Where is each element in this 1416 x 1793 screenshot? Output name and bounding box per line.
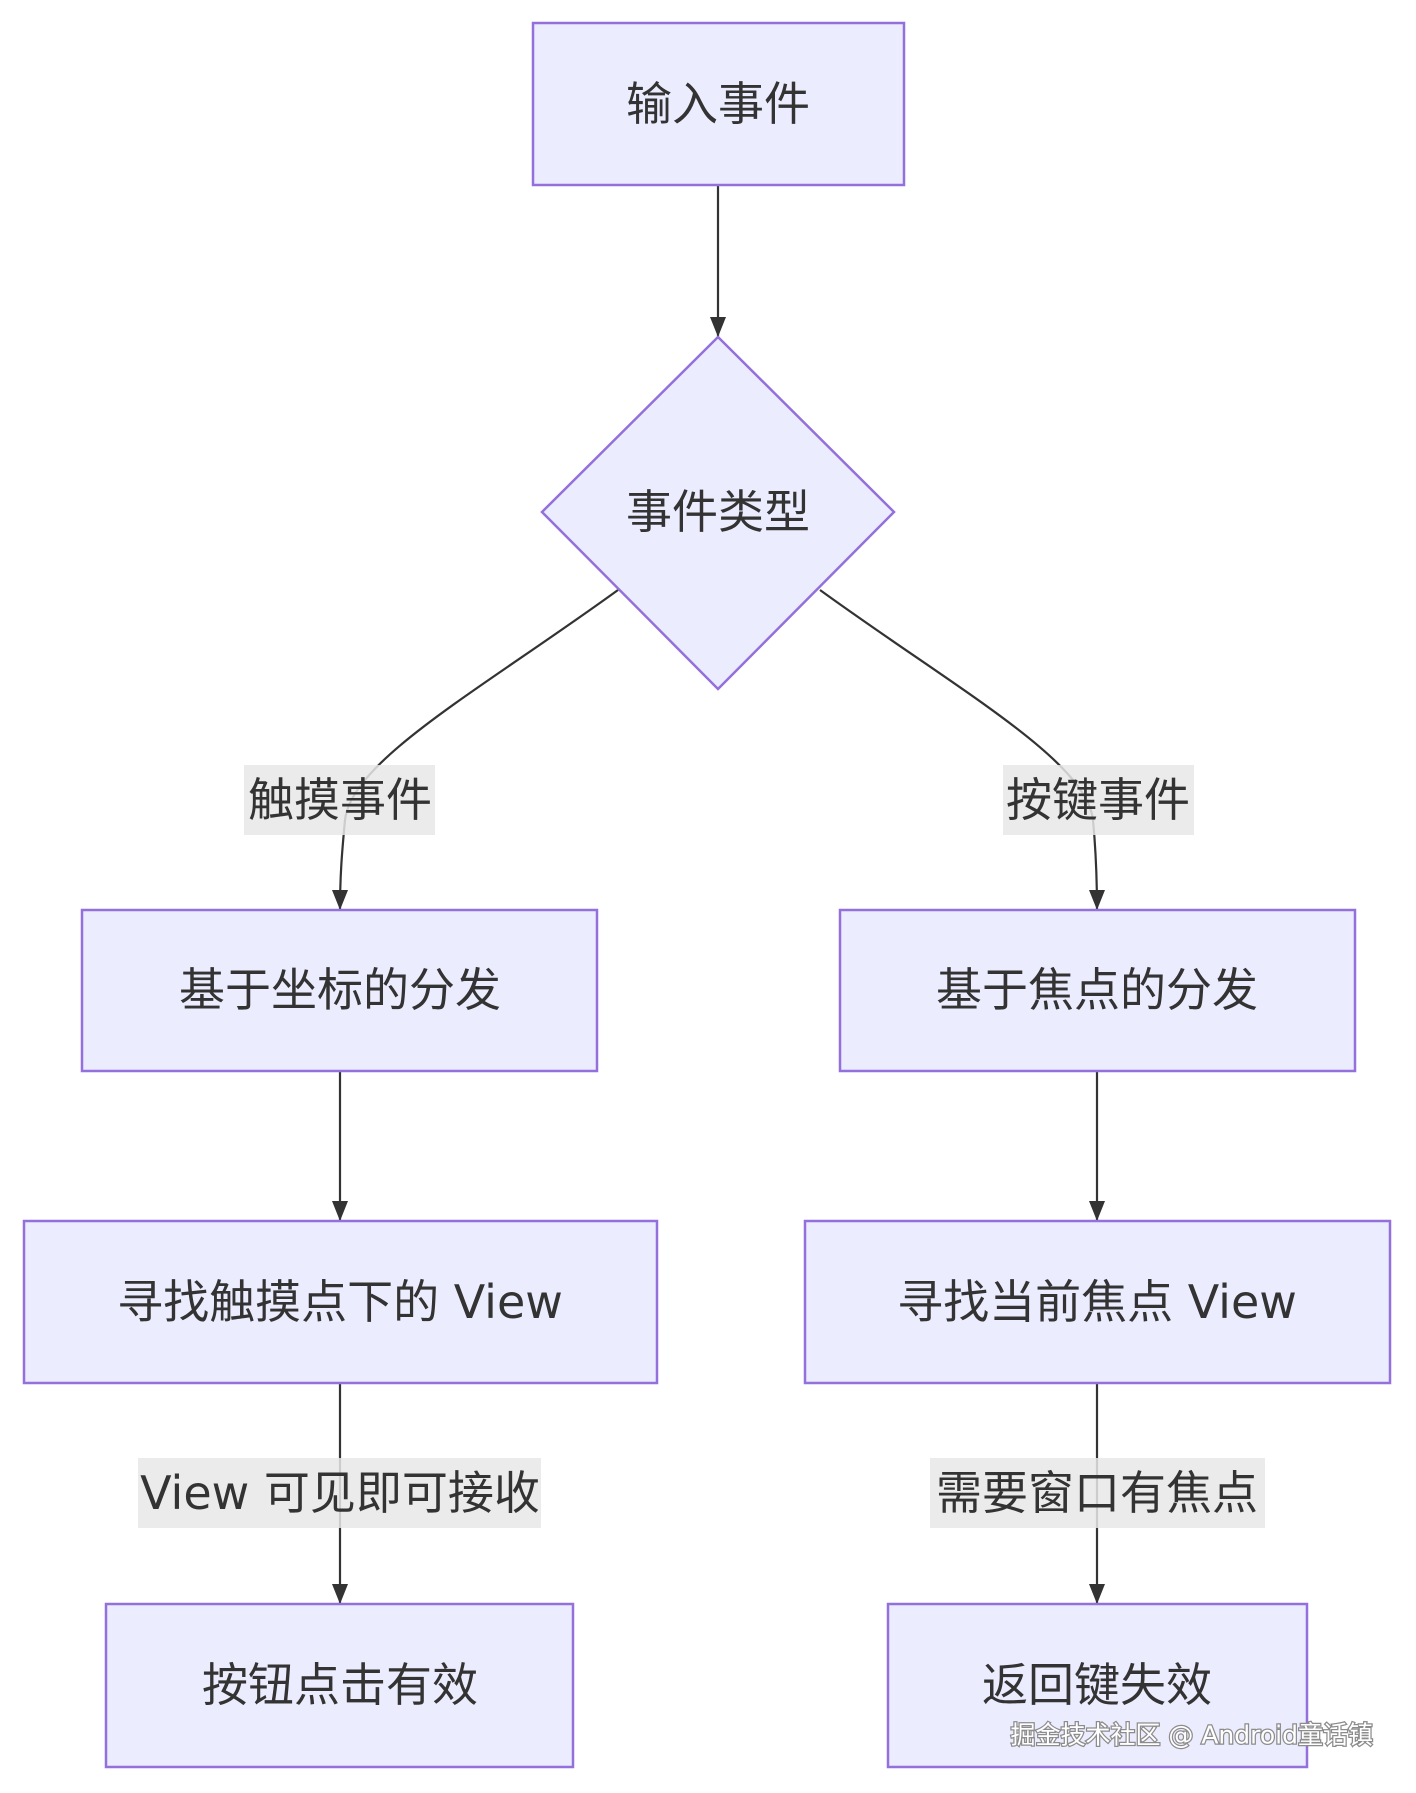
edge-label-background xyxy=(244,765,435,835)
edge-label-text: 需要窗口有焦点 xyxy=(936,1466,1258,1520)
node-input-event: 输入事件 xyxy=(531,21,906,187)
edge-label-text: 触摸事件 xyxy=(248,773,432,827)
node-label: 返回键失效 xyxy=(982,1658,1212,1712)
edge-label-background xyxy=(930,1458,1265,1528)
node-box xyxy=(531,21,906,187)
node-label: 基于焦点的分发 xyxy=(936,963,1258,1017)
node-find-focus-view: 寻找当前焦点 View xyxy=(803,1219,1392,1385)
node-label: 寻找当前焦点 View xyxy=(897,1275,1297,1329)
edge-label-background xyxy=(138,1458,541,1528)
edge-label-need-window-focus: 需要窗口有焦点 xyxy=(930,1458,1265,1528)
decision-diamond xyxy=(540,335,896,691)
edge-type-to-focus-dispatch xyxy=(819,589,1105,911)
node-find-touch-view: 寻找触摸点下的 View xyxy=(22,1219,659,1385)
node-box xyxy=(803,1219,1392,1385)
node-event-type-decision: 事件类型 xyxy=(540,335,896,691)
edge-label-view-visible-receive: View 可见即可接收 xyxy=(138,1458,541,1528)
edge-label-text: 按键事件 xyxy=(1006,773,1190,827)
node-label: 寻找触摸点下的 View xyxy=(117,1275,563,1329)
node-focus-dispatch: 基于焦点的分发 xyxy=(838,908,1357,1073)
edge-label-touch-event: 触摸事件 xyxy=(244,765,435,835)
node-label: 基于坐标的分发 xyxy=(179,963,501,1017)
node-coordinate-dispatch: 基于坐标的分发 xyxy=(80,908,599,1073)
node-label: 按钮点击有效 xyxy=(202,1658,478,1712)
edge-label-background xyxy=(1003,765,1194,835)
edge-label-key-event: 按键事件 xyxy=(1003,765,1194,835)
node-box xyxy=(838,908,1357,1073)
edge-label-text: View 可见即可接收 xyxy=(140,1466,540,1520)
watermark-text: 掘金技术社区 @ Android童话镇 xyxy=(1010,1721,1373,1750)
node-button-click-valid: 按钮点击有效 xyxy=(104,1602,575,1769)
node-box xyxy=(886,1602,1309,1769)
node-box xyxy=(80,908,599,1073)
edge-type-to-coordinate-dispatch xyxy=(332,589,619,911)
node-back-key-invalid: 返回键失效 xyxy=(886,1602,1309,1769)
node-box xyxy=(104,1602,575,1769)
node-label: 输入事件 xyxy=(626,77,810,131)
node-label: 事件类型 xyxy=(626,485,810,539)
node-box xyxy=(22,1219,659,1385)
